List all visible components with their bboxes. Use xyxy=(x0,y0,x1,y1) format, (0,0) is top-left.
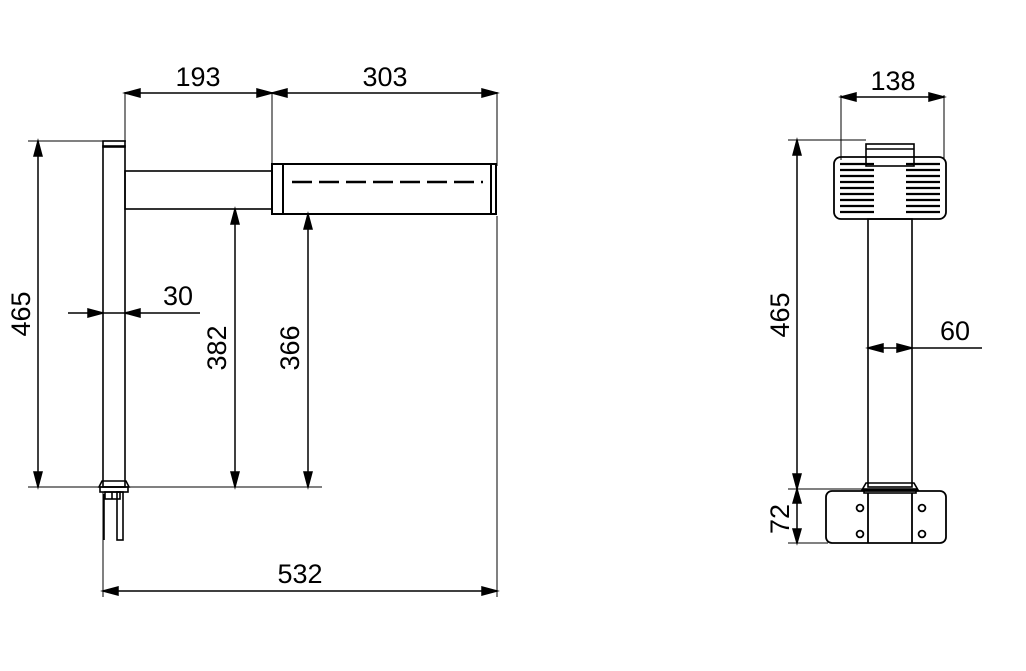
base-plate-hole xyxy=(917,529,927,539)
arrow-465r-bottom xyxy=(792,473,802,492)
dim-label-60: 60 xyxy=(940,316,970,346)
arrow-465-top xyxy=(33,138,43,157)
arrow-60-right xyxy=(896,343,915,353)
arrow-382-top xyxy=(230,206,240,225)
arrow-60-left xyxy=(865,343,884,353)
front-elevation-view: 138 465 72 60 xyxy=(765,66,982,546)
base-plate-geometry xyxy=(825,490,947,544)
neck-geometry xyxy=(865,143,915,167)
dimension-lines xyxy=(33,88,500,596)
column-geometry xyxy=(102,140,126,488)
arrow-532-right xyxy=(481,586,500,596)
dim-label-465-left: 465 xyxy=(6,291,36,336)
arm-body xyxy=(124,170,273,210)
arrow-72-top xyxy=(792,486,802,504)
base-plate-hole xyxy=(855,529,865,539)
neck-body xyxy=(865,143,915,167)
drop-rod-geometry xyxy=(103,491,124,541)
base-plate-hole xyxy=(855,503,865,513)
arm-geometry xyxy=(124,170,273,210)
front-flange-outline xyxy=(860,482,920,491)
column-body xyxy=(102,145,126,488)
arrow-30-left xyxy=(87,308,106,318)
arrow-382-bottom xyxy=(230,471,240,490)
side-elevation-view: 193 303 465 30 382 366 532 xyxy=(6,62,500,597)
arrow-366-top xyxy=(303,211,313,230)
spout-geometry xyxy=(271,163,497,215)
arrow-193-right xyxy=(256,88,275,98)
dim-label-193: 193 xyxy=(175,62,220,92)
front-column-body xyxy=(867,218,913,488)
louver-group-right xyxy=(906,162,940,214)
dim-label-532: 532 xyxy=(277,559,322,589)
extension-lines xyxy=(28,92,498,597)
base-plate-hole xyxy=(917,503,927,513)
arrow-303-right xyxy=(481,88,500,98)
arrow-303-left xyxy=(269,88,288,98)
drop-rod xyxy=(116,491,124,541)
front-dimension-lines xyxy=(792,92,982,546)
arrow-532-left xyxy=(100,586,119,596)
dim-label-138: 138 xyxy=(870,66,915,96)
dim-label-465-right: 465 xyxy=(765,292,795,337)
dim-label-30: 30 xyxy=(163,281,193,311)
dim-label-366: 366 xyxy=(275,325,305,370)
dim-label-72: 72 xyxy=(765,504,795,534)
arrow-193-left xyxy=(122,88,141,98)
arrow-465r-top xyxy=(792,137,802,156)
spout-body xyxy=(271,163,497,215)
arrow-138-left xyxy=(838,92,857,102)
arrow-72-bottom xyxy=(792,528,802,546)
louver-group-left xyxy=(840,162,874,214)
arrow-366-bottom xyxy=(303,471,313,490)
front-column-geometry xyxy=(867,218,913,488)
dim-label-303: 303 xyxy=(362,62,407,92)
arrow-138-right xyxy=(928,92,947,102)
front-extension-lines xyxy=(788,95,945,544)
base-flange-geometry xyxy=(97,480,131,500)
dim-label-382: 382 xyxy=(202,325,232,370)
arrow-30-right xyxy=(122,308,141,318)
base-plate xyxy=(825,490,947,544)
arrow-465-bottom xyxy=(33,471,43,490)
